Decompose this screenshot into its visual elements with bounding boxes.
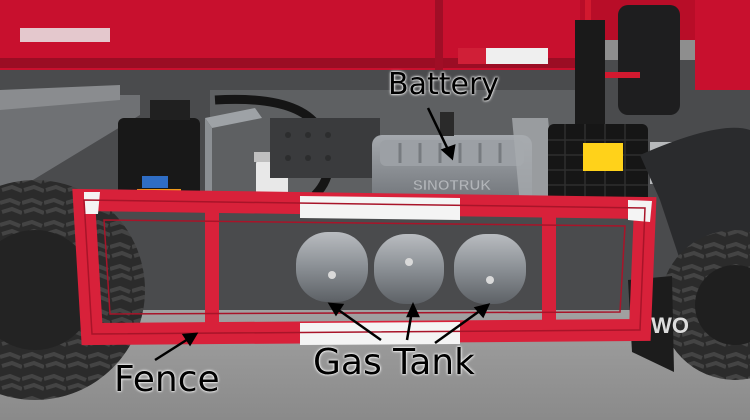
gas-tank	[454, 234, 526, 304]
gas-tanks	[296, 232, 526, 304]
gas-tank-label: Gas Tank	[313, 342, 475, 383]
gas-tank	[374, 234, 444, 304]
battery-box: SINOTRUK	[372, 135, 532, 207]
yellow-warning-sticker	[583, 143, 623, 171]
fence-label: Fence	[114, 359, 220, 400]
black-reservoir	[618, 5, 680, 115]
gas-tank	[296, 232, 368, 302]
battery-label: Battery	[388, 67, 500, 102]
battery-brand-text: SINOTRUK	[413, 177, 492, 194]
fence-guard	[72, 188, 657, 346]
rear-fender	[640, 127, 750, 261]
annotation-arrows	[154, 107, 491, 362]
fluid-reservoir	[118, 118, 200, 200]
